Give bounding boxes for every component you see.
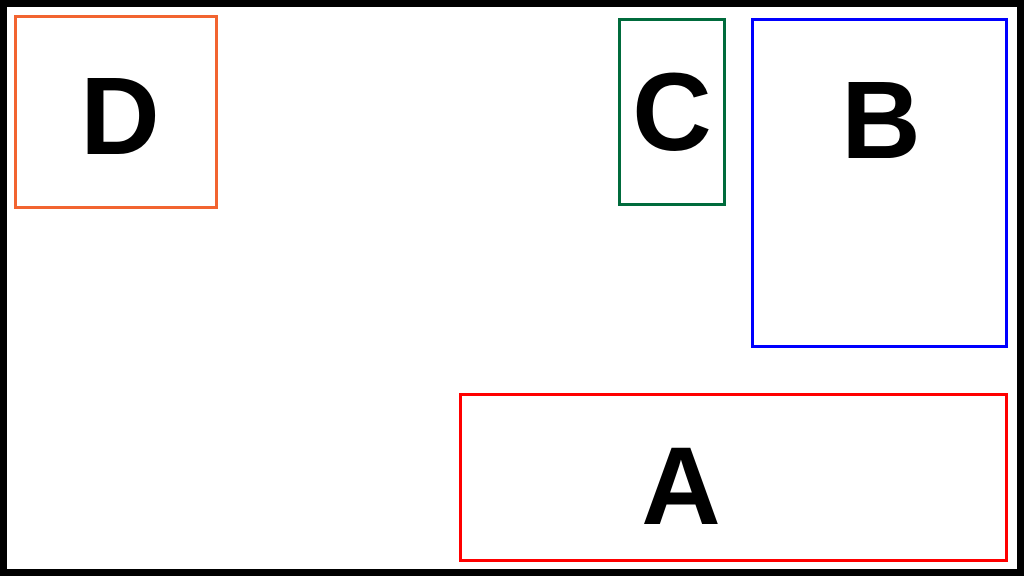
box-c [618,18,726,206]
label-b: B [841,59,921,182]
label-d: D [80,55,160,178]
box-b [751,18,1008,348]
box-d [14,15,218,209]
label-c: C [632,51,712,174]
label-a: A [641,425,721,548]
box-a [459,393,1008,562]
